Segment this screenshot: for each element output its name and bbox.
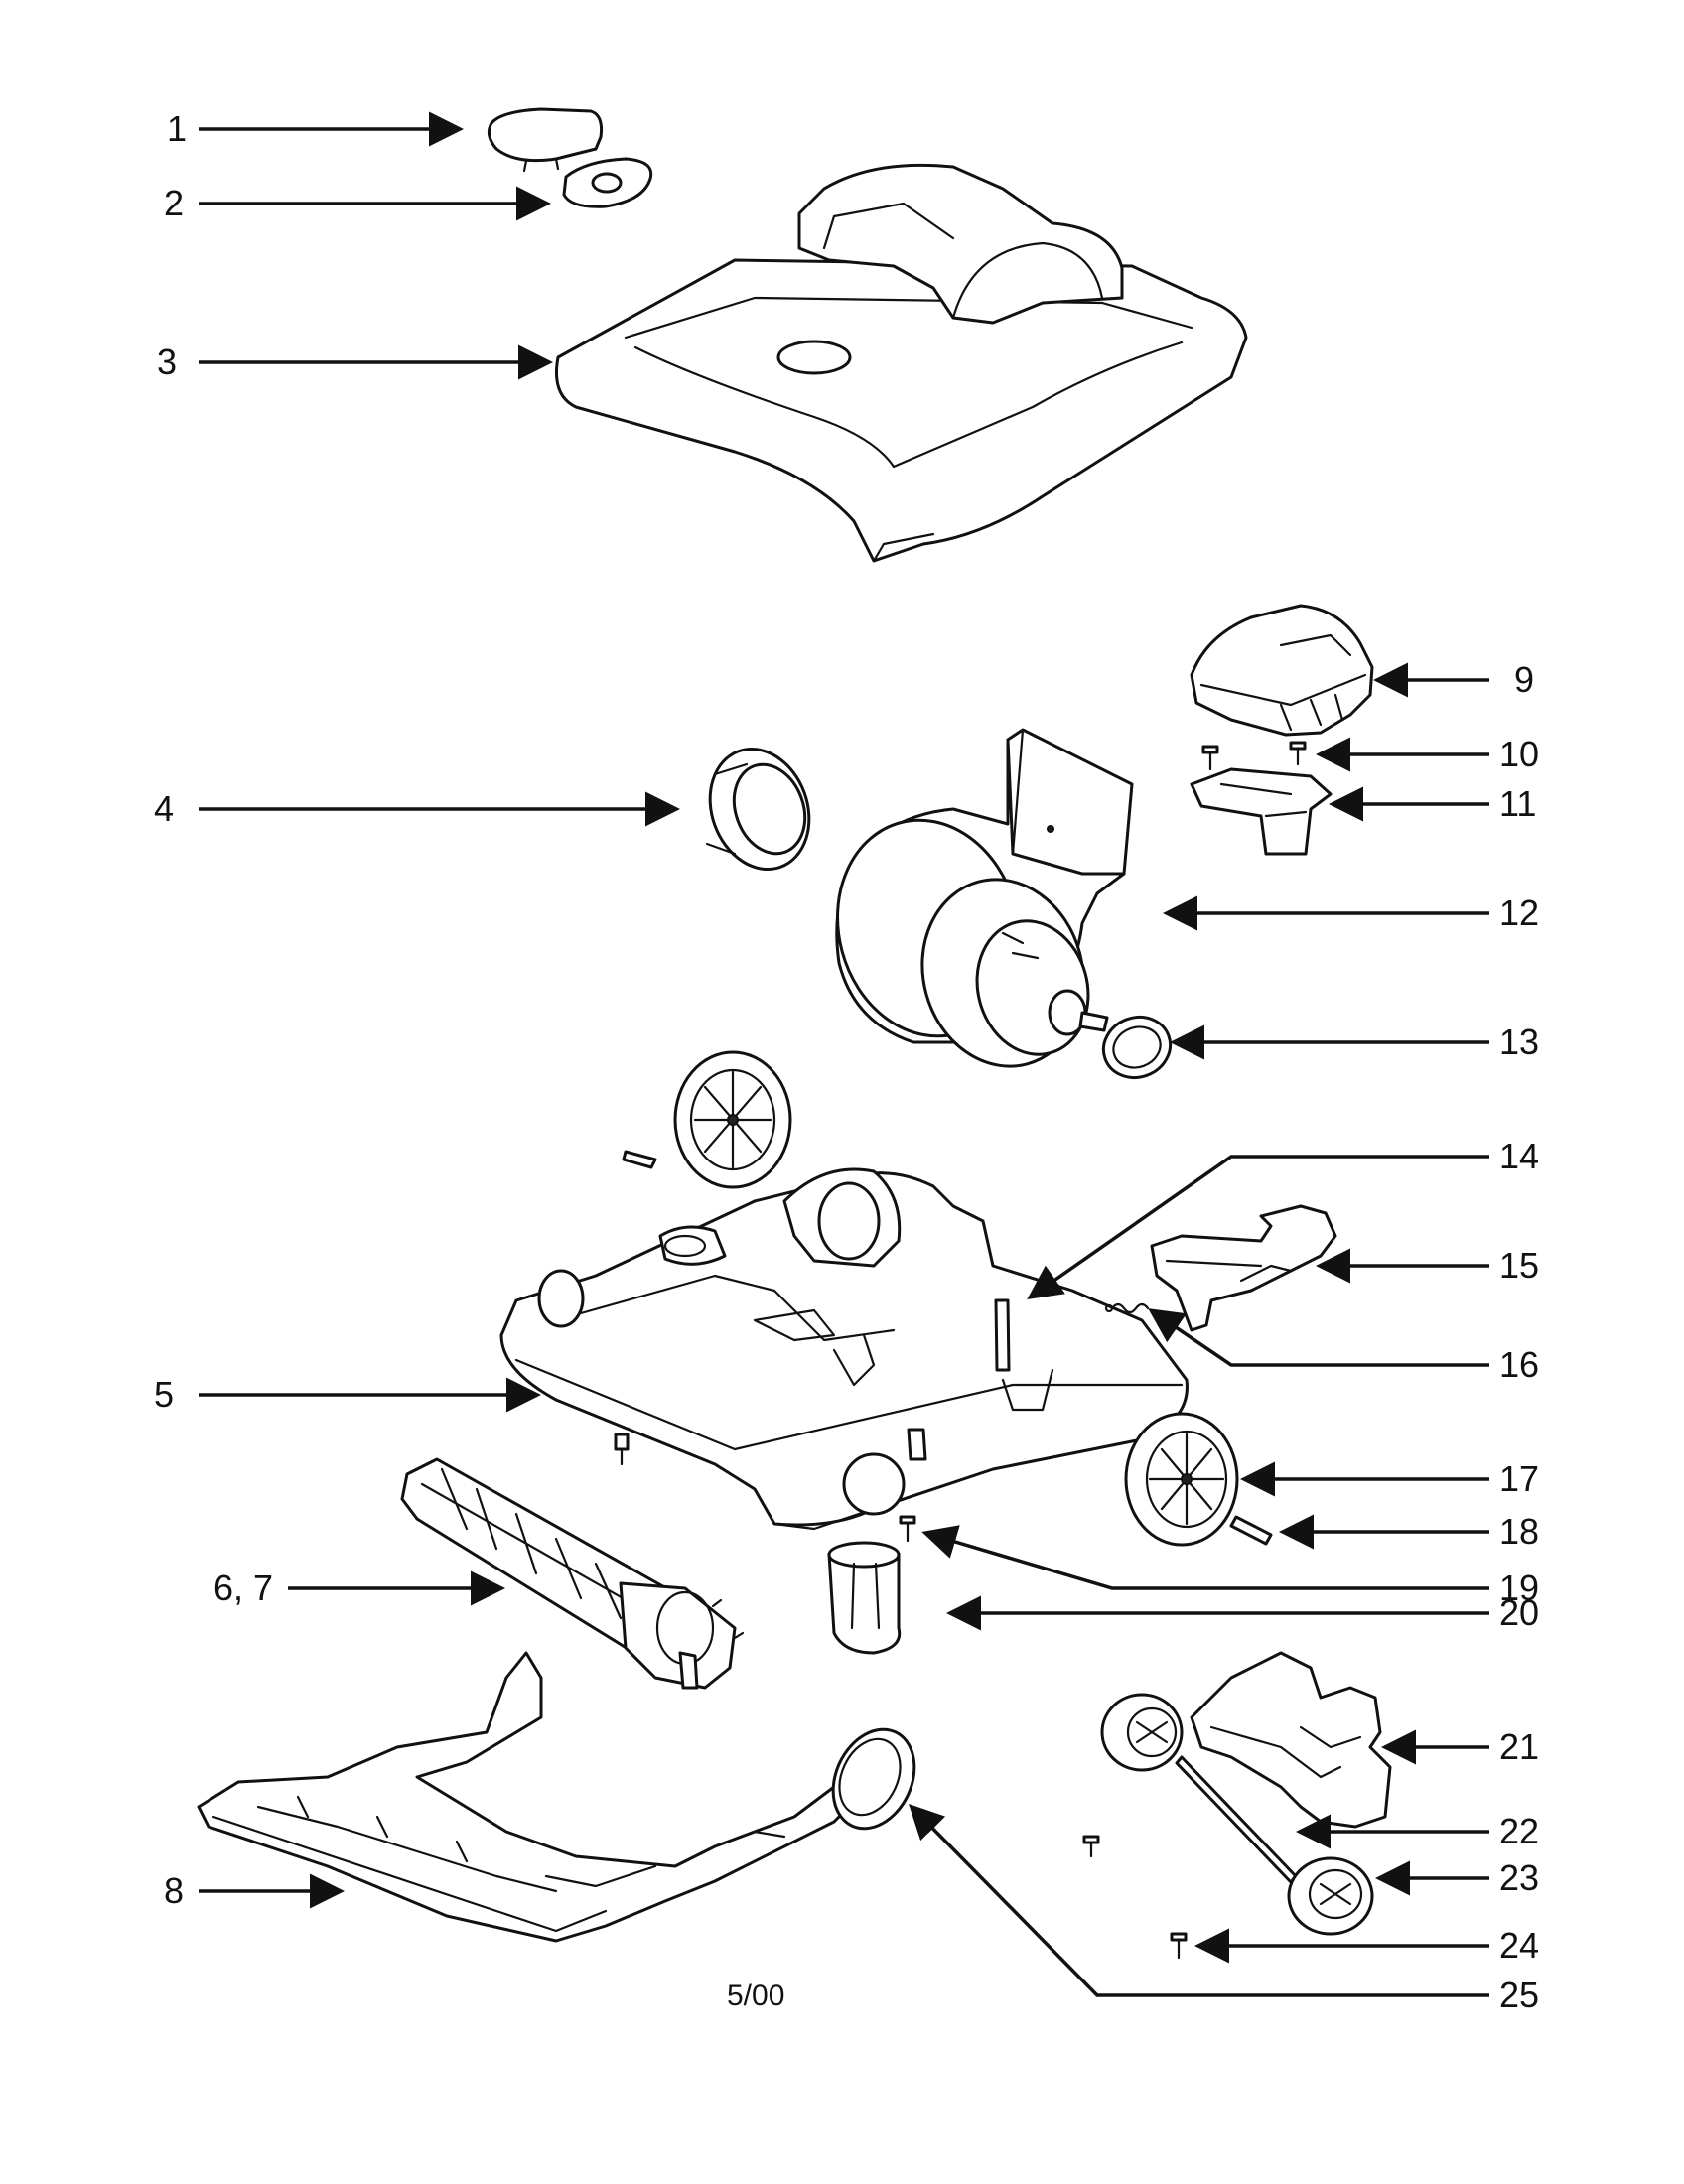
callout-13: 13 [1499,1022,1539,1062]
callout-18: 18 [1499,1511,1539,1552]
part-12-motor [835,728,1134,1068]
part-2-gasket [562,157,653,208]
part-8-base-plate [197,1651,856,1943]
callout-2: 2 [164,183,184,223]
part-16-spring [1104,1302,1150,1314]
callout-24: 24 [1499,1925,1539,1966]
callout-11: 11 [1499,783,1536,824]
leader-lines [199,111,1489,1997]
part-5-base [499,1167,1189,1531]
part-13-ring [1101,1016,1173,1079]
part-24-screw [1170,1932,1188,1960]
callout-21: 21 [1499,1726,1539,1767]
part-11-switch-bracket [1190,767,1333,856]
callout-19: 19 [1499,1568,1539,1608]
callout-20: 20 [1499,1592,1539,1633]
callout-9: 9 [1514,659,1534,700]
rear-wheel-upper [622,1050,792,1189]
part-19-screw [899,1515,916,1543]
part-23-small-wheel-upper [1100,1693,1184,1772]
callout-1: 1 [167,108,187,149]
callout-23: 23 [1499,1857,1539,1898]
part-18-axle-pin [1229,1515,1273,1546]
part-1-cover-plate [487,107,603,173]
part-4-bearing-ring [705,747,811,872]
part-17-rear-wheel [1124,1412,1239,1547]
callout-14: 14 [1499,1136,1539,1176]
screw-loose [1082,1835,1100,1858]
callout-25: 25 [1499,1975,1539,2015]
callout-16: 16 [1499,1344,1539,1385]
part-10-screws [1201,741,1307,771]
part-9-switch-housing [1190,604,1374,737]
callout-3: 3 [157,341,177,382]
callout-4: 4 [154,788,174,829]
callout-5: 5 [154,1374,174,1415]
part-20-nozzle-adapter [827,1541,902,1655]
callout-15: 15 [1499,1245,1539,1286]
part-25-belt-ring [831,1727,916,1831]
callout-8: 8 [164,1870,184,1911]
part-3-hood [555,163,1248,563]
date-code: 5/00 [727,1979,784,2012]
callout-12: 12 [1499,892,1539,933]
callout-10: 10 [1499,734,1539,774]
part-6-7-brushroll [400,1457,745,1690]
callout-labels: 1 2 3 4 5 6, 7 8 9 10 11 12 13 14 15 16 … [154,108,1539,2015]
callout-22: 22 [1499,1811,1539,1851]
part-23-small-wheel-lower [1287,1856,1374,1936]
callout-17: 17 [1499,1458,1539,1499]
part-21-bracket [1190,1651,1392,1829]
callout-6-7: 6, 7 [213,1568,273,1608]
part-15-pedal [1150,1204,1337,1332]
